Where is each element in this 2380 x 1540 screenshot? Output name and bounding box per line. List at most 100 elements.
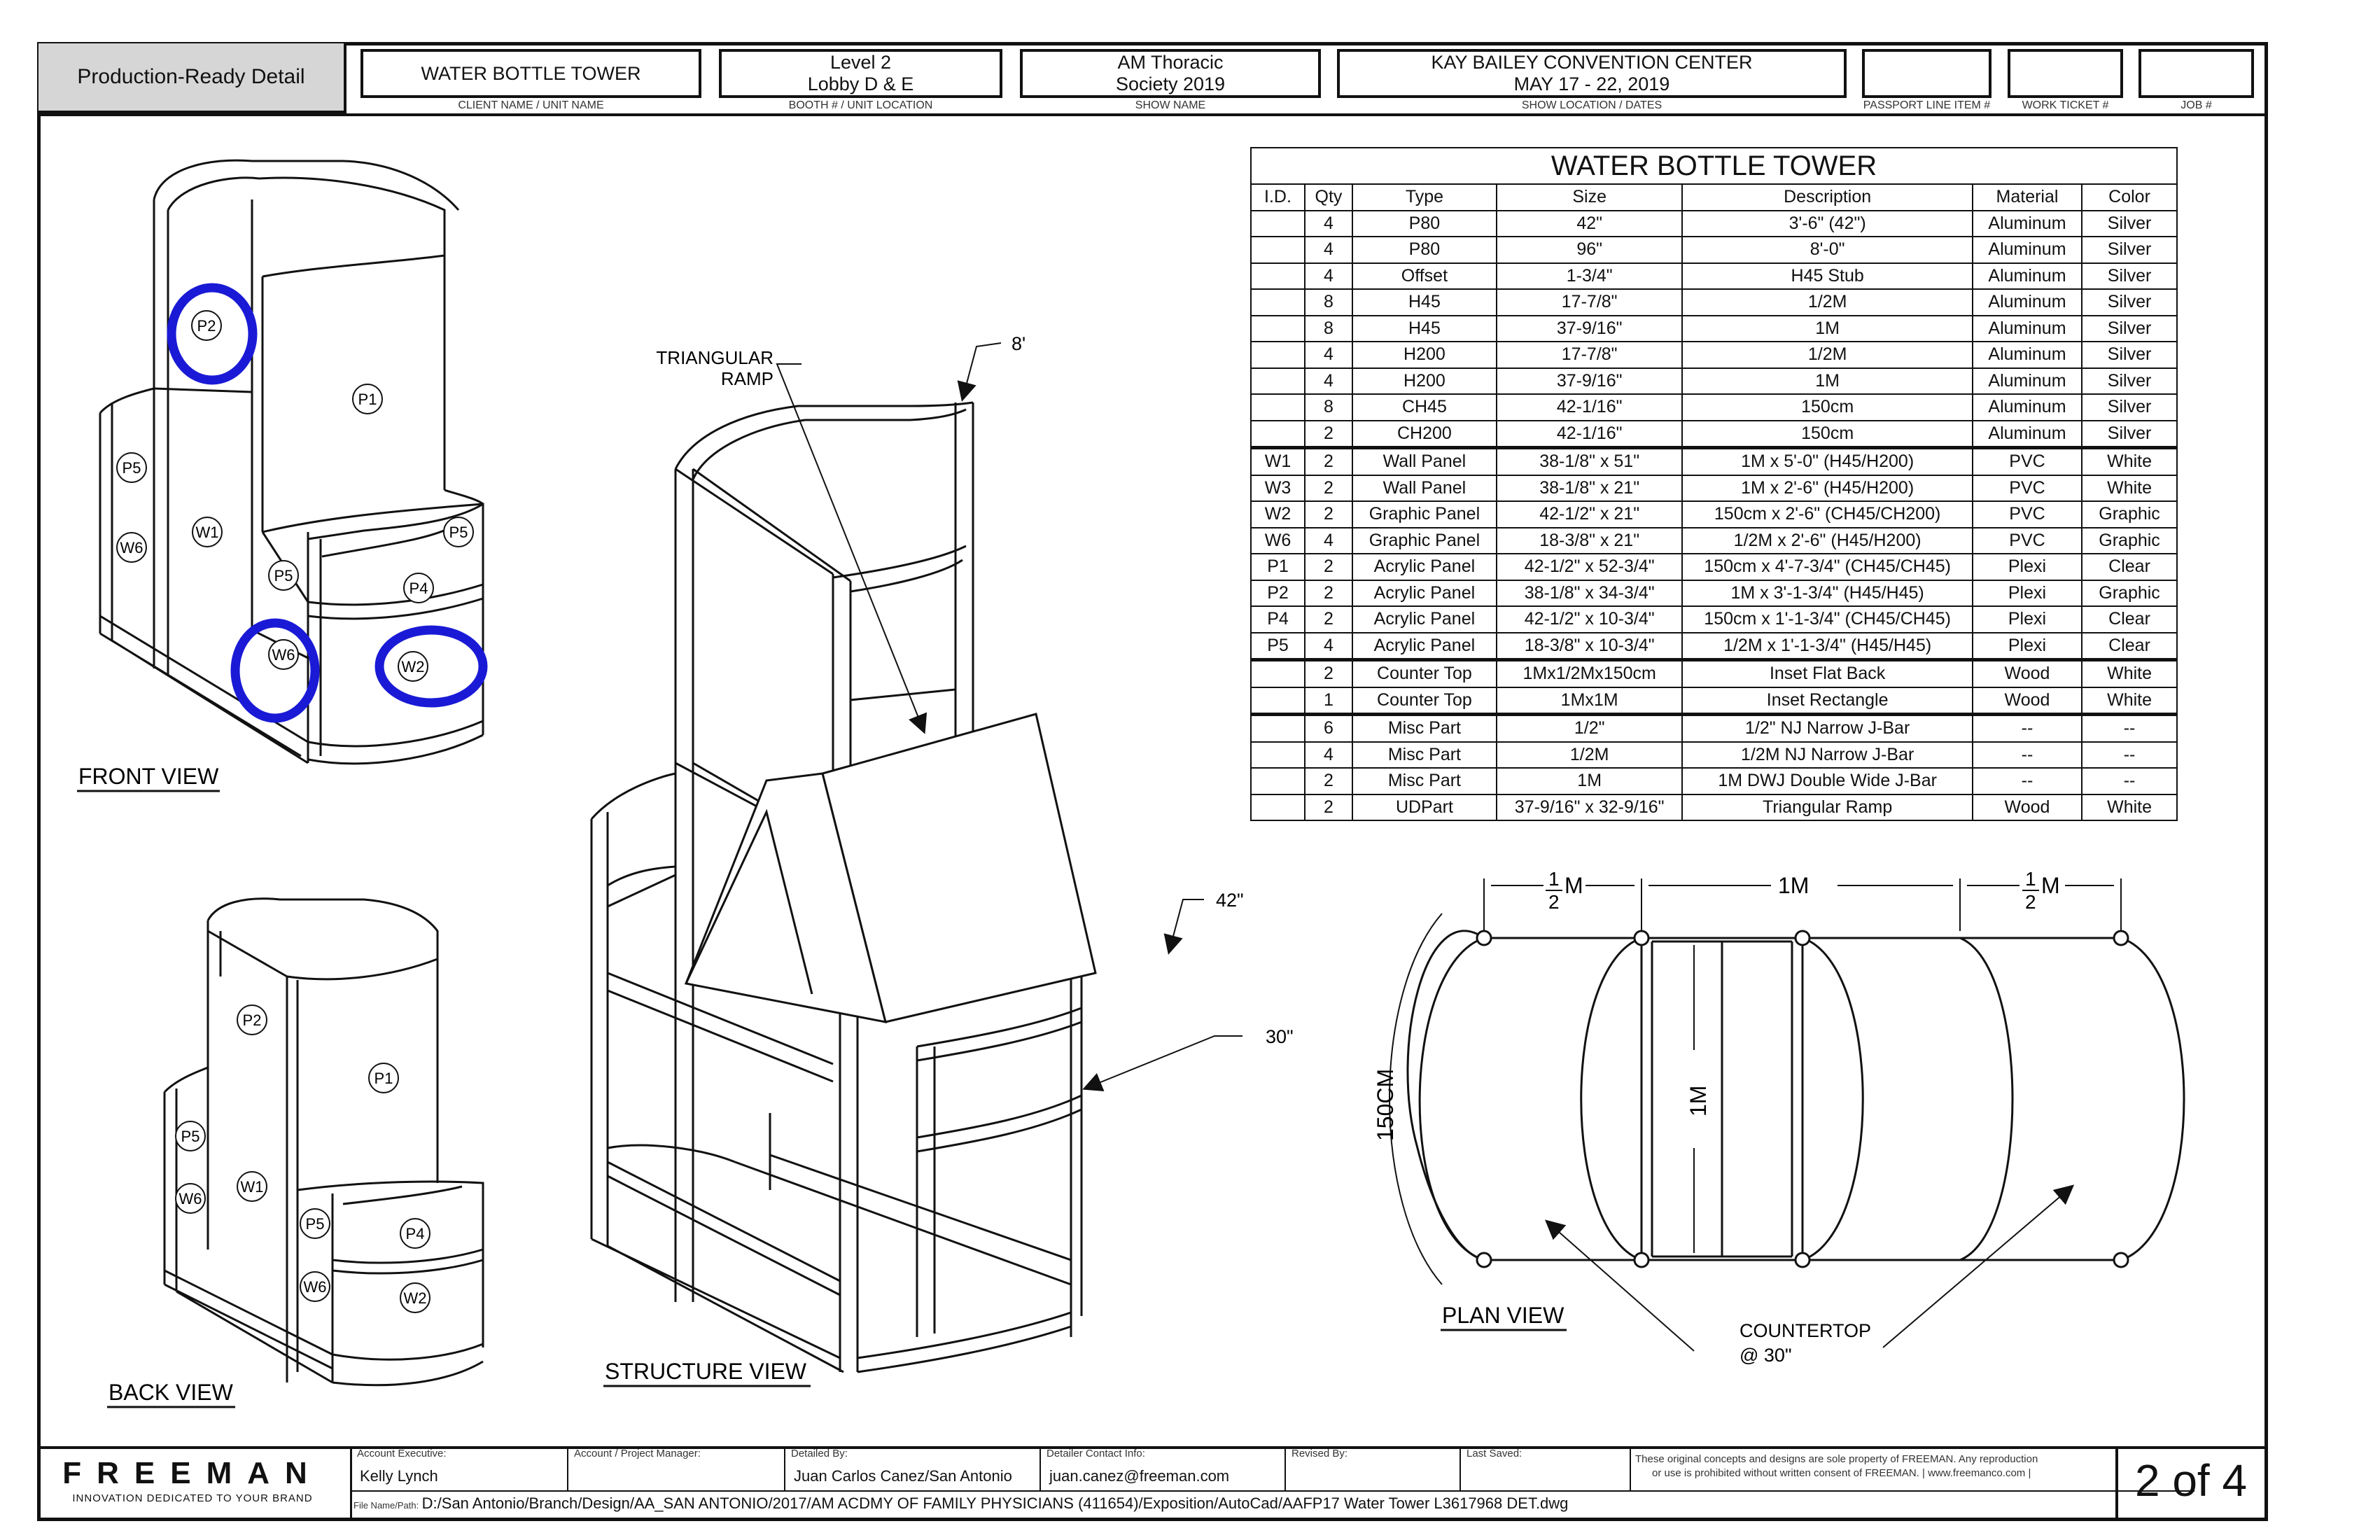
footer-last-saved: Last Saved: <box>1460 1446 1630 1490</box>
bom-cell-material: Aluminum <box>1971 393 2083 421</box>
account-executive-caption: Account Executive: <box>357 1448 447 1460</box>
bom-cell-size: 42-1/2" x 10-3/4" <box>1495 606 1684 634</box>
front-panel-tag: P5 <box>274 567 293 584</box>
bom-col-size: Size <box>1495 183 1684 211</box>
freeman-logo: FREEMAN INNOVATION DEDICATED TO YOUR BRA… <box>52 1456 332 1504</box>
bom-cell-id: W3 <box>1250 474 1306 502</box>
bom-cell-material: Wood <box>1971 686 2083 715</box>
bom-cell-color: Silver <box>2081 288 2178 316</box>
show-name-caption: SHOW NAME <box>1135 99 1206 111</box>
file-path-value: D:/San Antonio/Branch/Design/AA_SAN ANTO… <box>421 1494 1569 1512</box>
bom-cell-id <box>1250 367 1306 395</box>
bom-cell-qty: 4 <box>1303 209 1353 237</box>
footer-detailer-contact: Detailer Contact Info: juan.canez@freema… <box>1040 1446 1284 1490</box>
back-view-title: BACK VIEW <box>108 1380 234 1405</box>
front-panel-tag: W6 <box>120 539 144 556</box>
bom-cell-qty: 4 <box>1303 526 1353 554</box>
bom-cell-qty: 4 <box>1303 367 1353 395</box>
bom-cell-id <box>1250 236 1306 264</box>
bom-cell-id <box>1250 793 1306 821</box>
bom-col-id: I.D. <box>1250 183 1306 211</box>
bom-cell-qty: 2 <box>1303 446 1353 476</box>
bom-cell-id <box>1250 209 1306 237</box>
bom-cell-size: 38-1/8" x 51" <box>1495 446 1684 476</box>
back-panel-tag: P1 <box>374 1070 393 1087</box>
front-tag-circle <box>191 310 222 341</box>
bom-cell-type: Counter Top <box>1351 658 1497 688</box>
highlight-circle <box>230 618 320 723</box>
bom-cell-type: Acrylic Panel <box>1351 579 1497 607</box>
back-tag-circle <box>175 1121 206 1152</box>
bom-table: WATER BOTTLE TOWER I.D. Qty Type Size De… <box>1250 147 2178 821</box>
bom-cell-size: 1-3/4" <box>1495 262 1684 290</box>
bom-cell-type: Offset <box>1351 262 1497 290</box>
bom-cell-description: Inset Flat Back <box>1681 658 1973 688</box>
bom-cell-description: 3'-6" (42") <box>1681 209 1973 237</box>
bom-cell-size: 42-1/16" <box>1495 419 1684 449</box>
job-caption: JOB # <box>2180 99 2212 111</box>
work-ticket-box <box>2008 49 2123 98</box>
bom-cell-material: -- <box>1971 741 2083 769</box>
bom-cell-color: Clear <box>2081 606 2178 634</box>
footer-revised-by: Revised By: <box>1284 1446 1460 1490</box>
bom-cell-color: Graphic <box>2081 526 2178 554</box>
bom-cell-description: 1/2" NJ Narrow J-Bar <box>1681 713 1973 743</box>
dim-half-left-unit: M <box>1564 873 1583 898</box>
footer-project-manager: Account / Project Manager: <box>567 1446 784 1490</box>
bom-cell-type: Graphic Panel <box>1351 526 1497 554</box>
freeman-tagline: INNOVATION DEDICATED TO YOUR BRAND <box>72 1492 313 1504</box>
bom-cell-id: W2 <box>1250 500 1306 528</box>
plan-view-title: PLAN VIEW <box>1442 1303 1564 1328</box>
bom-cell-qty: 6 <box>1303 713 1353 743</box>
booth-line1: Level 2 <box>830 52 892 73</box>
bom-cell-size: 42-1/2" x 52-3/4" <box>1495 553 1684 581</box>
bom-cell-color: Silver <box>2081 367 2178 395</box>
bom-cell-description: 150cm x 4'-7-3/4" (CH45/CH45) <box>1681 553 1973 581</box>
footer-row-divider <box>350 1490 2194 1492</box>
front-tag-circle <box>443 517 474 547</box>
front-panel-tag: P1 <box>358 391 377 408</box>
bom-cell-id: P2 <box>1250 579 1306 607</box>
bom-cell-id: P1 <box>1250 553 1306 581</box>
bom-cell-qty: 2 <box>1303 793 1353 821</box>
bom-cell-qty: 2 <box>1303 606 1353 634</box>
structure-view-title: STRUCTURE VIEW <box>605 1359 807 1384</box>
bom-title: WATER BOTTLE TOWER <box>1250 147 2178 185</box>
footer-detailed-by: Detailed By: Juan Carlos Canez/San Anton… <box>784 1446 1040 1490</box>
bom-col-description: Description <box>1681 183 1973 211</box>
front-panel-tag: P5 <box>449 524 468 541</box>
front-tag-circle <box>403 573 434 603</box>
bom-cell-qty: 2 <box>1303 553 1353 581</box>
bom-cell-type: CH45 <box>1351 393 1497 421</box>
bom-cell-color: Graphic <box>2081 579 2178 607</box>
bom-cell-qty: 4 <box>1303 341 1353 369</box>
height-8ft-label: 8' <box>1011 333 1026 354</box>
bom-cell-qty: 2 <box>1303 419 1353 449</box>
bom-cell-description: 1/2M x 2'-6" (H45/H200) <box>1681 526 1973 554</box>
front-panel-tag: P4 <box>410 580 428 597</box>
bom-cell-size: 1/2" <box>1495 713 1684 743</box>
drawing-sheet-border <box>37 42 2268 1521</box>
dim-1m-vertical: 1M <box>1686 1086 1711 1116</box>
bom-cell-description: 8'-0" <box>1681 236 1973 264</box>
front-tag-circle <box>268 560 299 591</box>
page-box <box>2115 1446 2118 1521</box>
dim-half-right-unit: M <box>2041 873 2060 898</box>
bom-cell-color: Silver <box>2081 209 2178 237</box>
bom-col-qty: Qty <box>1303 183 1353 211</box>
show-name-line1: AM Thoracic <box>1117 52 1224 73</box>
bom-header-row: I.D. Qty Type Size Description Material … <box>1250 183 2178 211</box>
work-ticket-caption: WORK TICKET # <box>2022 99 2109 111</box>
bom-cell-type: Acrylic Panel <box>1351 606 1497 634</box>
client-name-value: WATER BOTTLE TOWER <box>421 62 641 84</box>
bom-cell-color: -- <box>2081 741 2178 769</box>
bom-cell-id <box>1250 767 1306 795</box>
back-panel-tag: W6 <box>304 1278 327 1296</box>
bom-cell-description: 1M <box>1681 367 1973 395</box>
bom-cell-material: Wood <box>1971 658 2083 688</box>
